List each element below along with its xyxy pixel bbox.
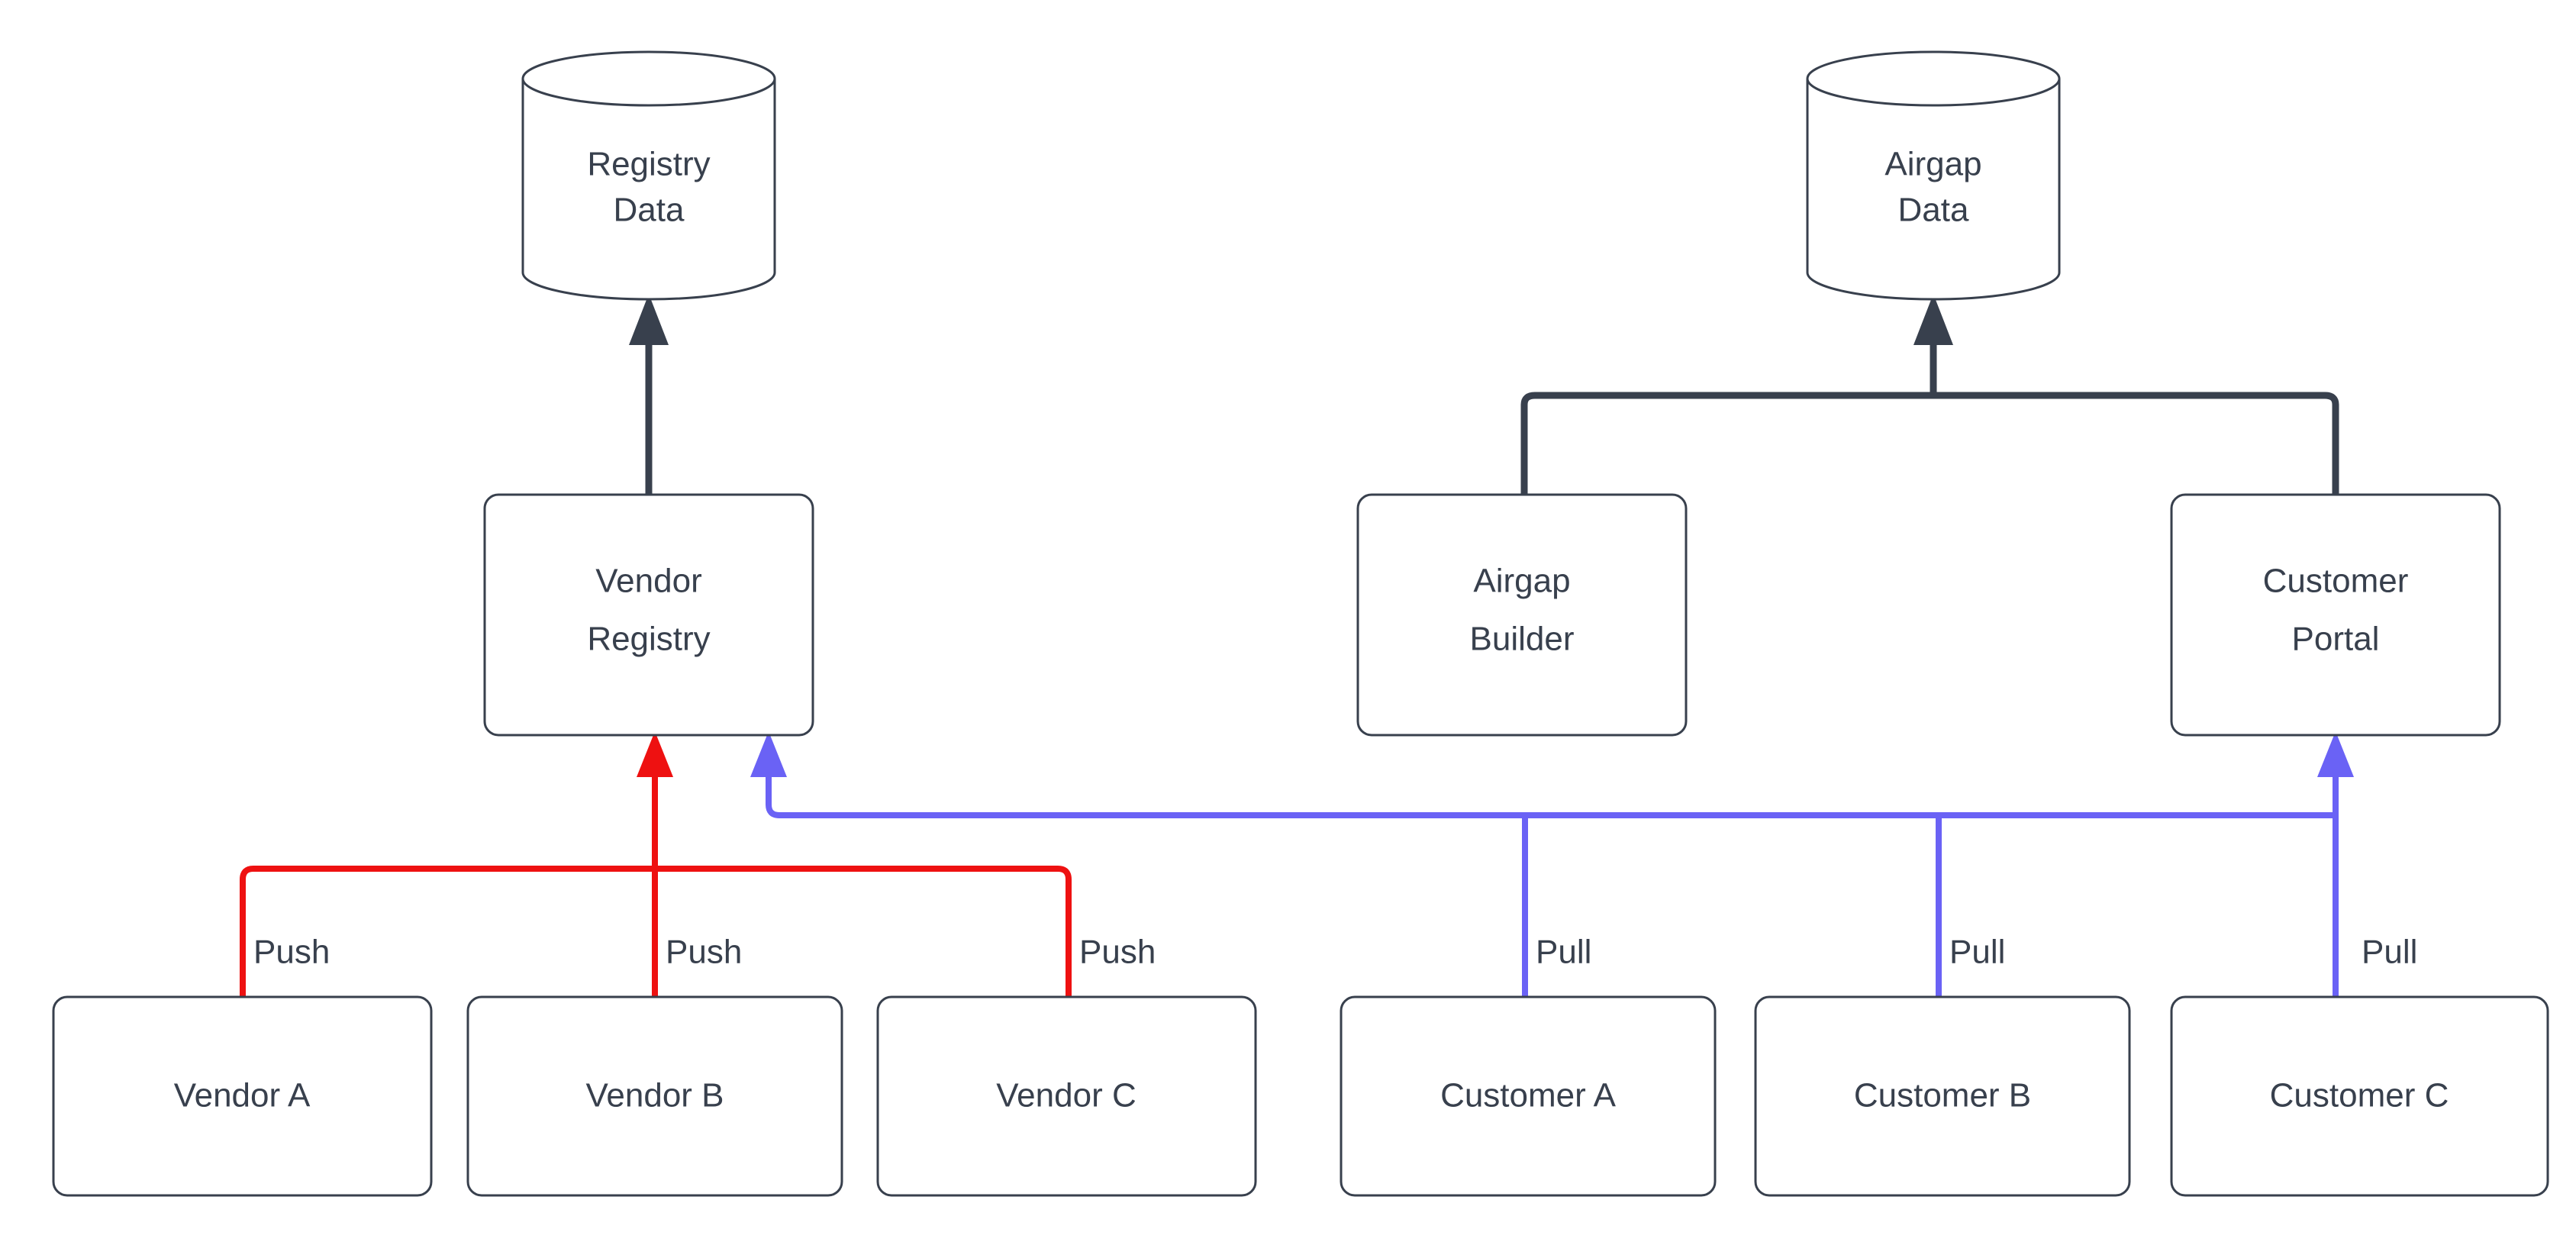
node-customer-portal[interactable]: Customer Portal [2170, 493, 2501, 737]
edge-customer-c-pull [2317, 731, 2354, 997]
edge-vendor-registry-to-registry-data [629, 294, 669, 496]
edge-airgap-bus-to-airgap-data [1520, 294, 2339, 496]
edge-label-push-a: Push [253, 934, 330, 971]
registry-data-label-line2: Data [614, 192, 685, 229]
vendor-a-label: Vendor A [174, 1077, 311, 1114]
customer-portal-label-line2: Portal [2292, 621, 2380, 658]
vendor-registry-label-line2: Registry [587, 621, 710, 658]
node-vendor-c[interactable]: Vendor C [876, 995, 1257, 1197]
edge-label-push-c: Push [1079, 934, 1156, 971]
node-vendor-b[interactable]: Vendor B [466, 995, 843, 1197]
customer-a-label: Customer A [1440, 1077, 1617, 1114]
customer-c-label: Customer C [2270, 1077, 2449, 1114]
node-registry-data[interactable]: Registry Data [521, 50, 776, 301]
edge-label-pull-c: Pull [2362, 934, 2417, 971]
vendor-registry-label-line1: Vendor [595, 563, 701, 600]
airgap-builder-label-line2: Builder [1470, 621, 1575, 658]
edge-label-pull-a: Pull [1536, 934, 1591, 971]
customer-b-label: Customer B [1854, 1077, 2031, 1114]
edge-label-push-b: Push [666, 934, 742, 971]
registry-data-label-line1: Registry [587, 146, 710, 183]
vendor-c-label: Vendor C [996, 1077, 1136, 1114]
node-vendor-a[interactable]: Vendor A [52, 995, 433, 1197]
node-airgap-builder[interactable]: Airgap Builder [1356, 493, 1688, 737]
edge-label-pull-b: Pull [1949, 934, 2005, 971]
edge-push-to-vendor-registry [240, 731, 1072, 997]
edge-pull-to-vendor-registry [750, 731, 2336, 997]
node-vendor-registry[interactable]: Vendor Registry [483, 493, 814, 737]
vendor-b-label: Vendor B [585, 1077, 724, 1114]
node-customer-c[interactable]: Customer C [2170, 995, 2549, 1197]
airgap-builder-label-line1: Airgap [1473, 563, 1570, 600]
airgap-data-label-line1: Airgap [1884, 146, 1981, 183]
node-airgap-data[interactable]: Airgap Data [1806, 50, 2061, 301]
airgap-data-label-line2: Data [1898, 192, 1969, 229]
node-customer-a[interactable]: Customer A [1340, 995, 1717, 1197]
customer-portal-label-line1: Customer [2263, 563, 2409, 600]
node-customer-b[interactable]: Customer B [1754, 995, 2131, 1197]
